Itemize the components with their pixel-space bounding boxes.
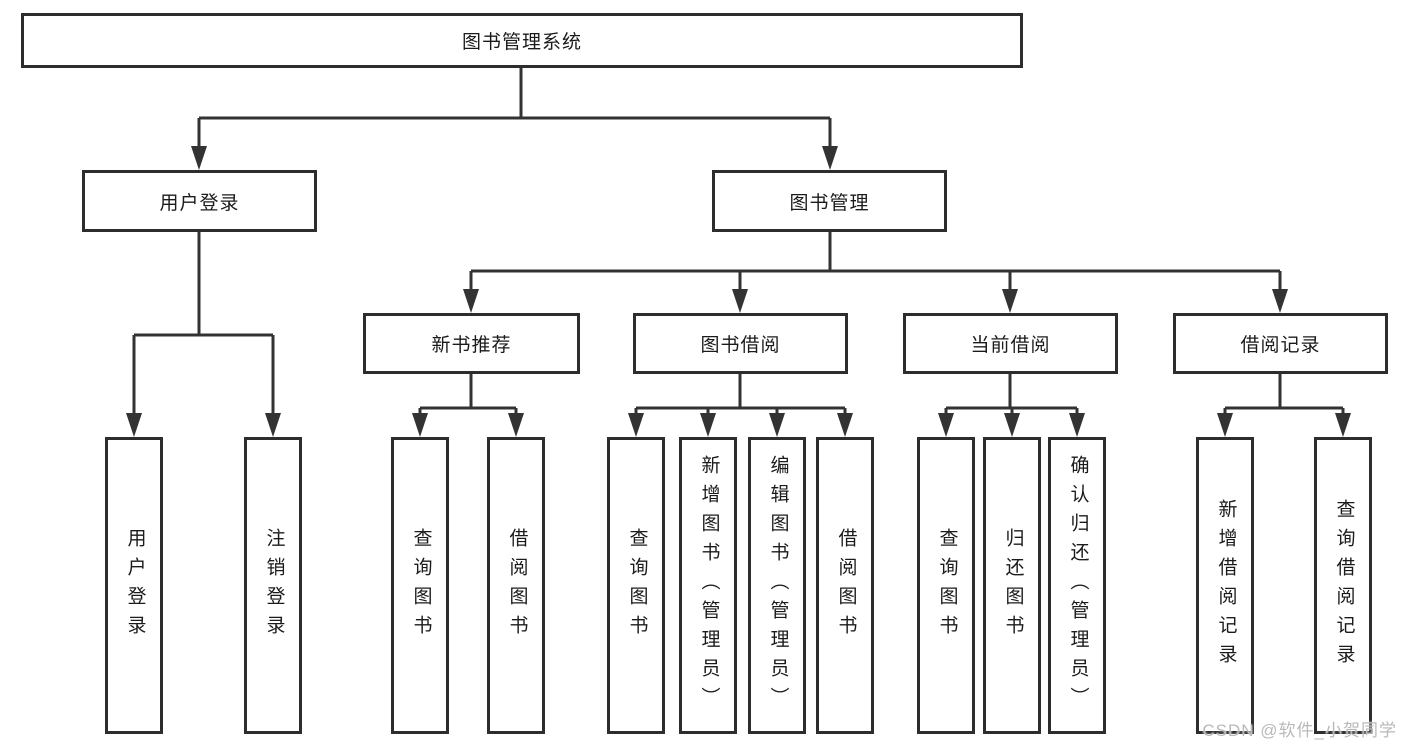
- leaf-borrow-books-2-label: 借阅图书: [835, 527, 857, 644]
- watermark: CSDN @软件_小贺同学: [1202, 721, 1397, 740]
- leaf-borrow-books-1: 借阅图书: [487, 437, 545, 734]
- leaf-borrow-books-2: 借阅图书: [816, 437, 874, 734]
- edge-book-borrow-to-leaves: [628, 374, 853, 437]
- leaf-query-books-2: 查询图书: [607, 437, 665, 734]
- leaf-query-books-3-label: 查询图书: [936, 527, 958, 644]
- leaf-query-borrow-record: 查询借阅记录: [1314, 437, 1372, 734]
- node-user-login: 用户登录: [82, 170, 317, 232]
- leaf-add-borrow-record-label: 新增借阅记录: [1215, 498, 1237, 673]
- node-root: 图书管理系统: [21, 13, 1023, 68]
- leaf-edit-books-admin: 编辑图书（管理员）: [748, 437, 806, 734]
- node-book-mgmt: 图书管理: [712, 170, 947, 232]
- leaf-borrow-books-1-label: 借阅图书: [506, 527, 528, 644]
- node-borrow-records: 借阅记录: [1173, 313, 1388, 374]
- edge-root-to-level2: [191, 68, 838, 170]
- leaf-confirm-return-admin: 确认归还（管理员）: [1048, 437, 1106, 734]
- edge-user-login-to-leaves: [126, 232, 281, 437]
- leaf-add-books-admin-label: 新增图书（管理员）: [698, 455, 720, 716]
- leaf-edit-books-admin-label: 编辑图书（管理员）: [767, 455, 789, 716]
- edge-new-book-rec-to-leaves: [412, 374, 524, 437]
- leaf-add-books-admin: 新增图书（管理员）: [679, 437, 737, 734]
- edge-book-mgmt-to-sections: [463, 232, 1288, 313]
- leaf-query-books-1-label: 查询图书: [410, 527, 432, 644]
- leaf-query-borrow-record-label: 查询借阅记录: [1333, 498, 1355, 673]
- edge-current-borrow-to-leaves: [938, 374, 1085, 437]
- leaf-logout: 注销登录: [244, 437, 302, 734]
- leaf-logout-label: 注销登录: [263, 527, 285, 644]
- leaf-user-login: 用户登录: [105, 437, 163, 734]
- node-book-borrow: 图书借阅: [633, 313, 848, 374]
- leaf-return-books: 归还图书: [983, 437, 1041, 734]
- edge-borrow-records-to-leaves: [1217, 374, 1351, 437]
- leaf-query-books-2-label: 查询图书: [626, 527, 648, 644]
- node-new-book-recommend: 新书推荐: [363, 313, 580, 374]
- leaf-query-books-1: 查询图书: [391, 437, 449, 734]
- leaf-return-books-label: 归还图书: [1002, 527, 1024, 644]
- node-current-borrow: 当前借阅: [903, 313, 1118, 374]
- leaf-add-borrow-record: 新增借阅记录: [1196, 437, 1254, 734]
- leaf-user-login-label: 用户登录: [124, 527, 146, 644]
- leaf-confirm-return-admin-label: 确认归还（管理员）: [1067, 455, 1089, 716]
- leaf-query-books-3: 查询图书: [917, 437, 975, 734]
